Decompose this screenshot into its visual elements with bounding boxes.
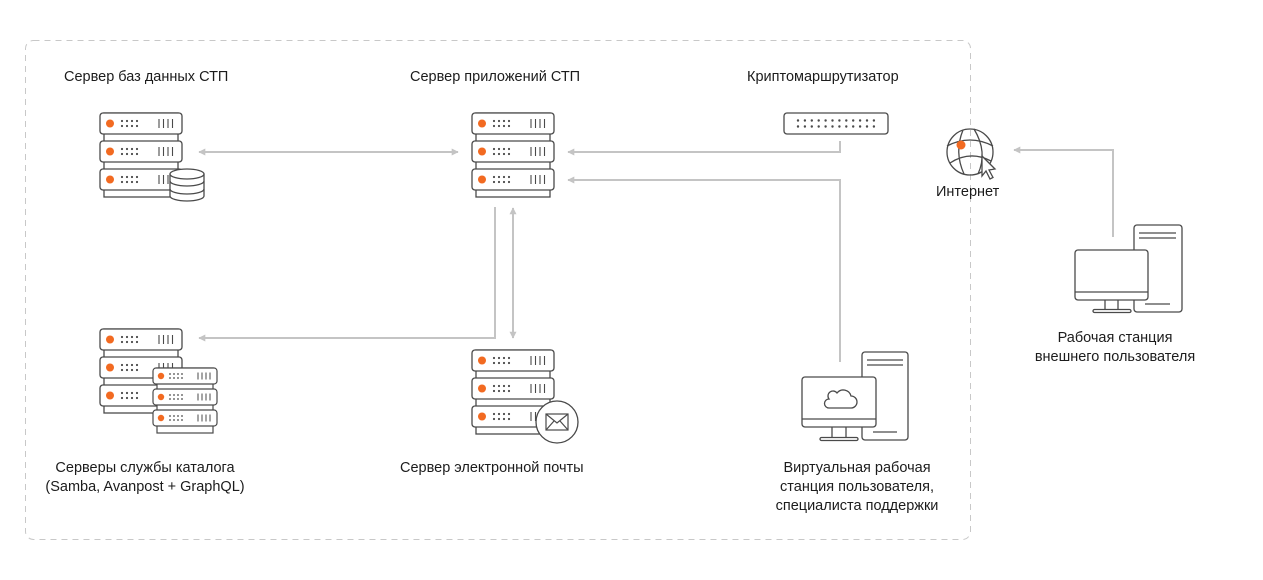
router-port-dot bbox=[817, 125, 820, 128]
router-port-dot bbox=[838, 125, 841, 128]
router-port-dot bbox=[824, 119, 827, 122]
crypto-router-label: Криптомаршрутизатор bbox=[747, 69, 899, 85]
external-workstation-label-line2: внешнего пользователя bbox=[1034, 349, 1196, 365]
mail-server-label: Сервер электронной почты bbox=[400, 460, 584, 476]
router-port-dot bbox=[838, 119, 841, 122]
workstation-icon bbox=[1074, 224, 1183, 314]
cloud-icon bbox=[823, 389, 858, 409]
server-stack-icon bbox=[471, 112, 555, 198]
external-workstation-label-line1: Рабочая станция bbox=[1057, 330, 1173, 346]
app-server-label: Сервер приложений СТП bbox=[410, 69, 581, 85]
router-port-dot bbox=[796, 119, 800, 122]
workstation-cloud-icon bbox=[801, 351, 909, 442]
server-mail-icon bbox=[471, 349, 579, 444]
envelope-icon bbox=[545, 413, 569, 431]
router-port-dot bbox=[803, 119, 807, 122]
router-port-dot bbox=[852, 125, 855, 128]
router-port-dot bbox=[824, 125, 827, 128]
router-port-dot bbox=[845, 119, 848, 122]
router-port-dot bbox=[865, 119, 869, 122]
connector-router-app bbox=[567, 141, 841, 156]
router-port-dot bbox=[831, 119, 834, 122]
server-database-icon bbox=[99, 112, 205, 202]
catalog-servers-label-line1: Серверы службы каталога bbox=[55, 460, 235, 476]
router-port-dot bbox=[858, 119, 862, 122]
router-port-dot bbox=[845, 125, 848, 128]
catalog-servers-label-line2: (Samba, Avanpost + GraphQL) bbox=[45, 479, 245, 495]
router-port-dot bbox=[872, 125, 876, 128]
globe-cursor-icon bbox=[946, 128, 997, 180]
external-workstation-label: Рабочая станция внешнего пользователя bbox=[1025, 329, 1205, 367]
internet-label: Интернет bbox=[936, 184, 1000, 200]
router-port-dot bbox=[865, 125, 869, 128]
virtual-workstation-label-line3: специалиста поддержки bbox=[775, 498, 939, 514]
router-port-dot bbox=[810, 125, 813, 128]
connector-app-catalog bbox=[198, 207, 496, 342]
router-port-dot bbox=[810, 119, 813, 122]
virtual-workstation-label-line1: Виртуальная рабочая bbox=[783, 460, 931, 476]
router-port-dot bbox=[817, 119, 820, 122]
server-cluster-icon bbox=[99, 328, 218, 434]
router-port-dot bbox=[831, 125, 834, 128]
router-port-dot bbox=[858, 125, 862, 128]
router-port-dot bbox=[803, 125, 807, 128]
router-port-dot bbox=[872, 119, 876, 122]
connector-vws-app bbox=[567, 176, 841, 362]
virtual-workstation-label-line2: станция пользователя, bbox=[780, 479, 934, 495]
db-server-label: Сервер баз данных СТП bbox=[64, 69, 229, 85]
router-port-dot bbox=[852, 119, 855, 122]
connector-ext-internet bbox=[1013, 146, 1114, 237]
virtual-workstation-label: Виртуальная рабочая станция пользователя… bbox=[752, 459, 962, 516]
catalog-servers-label: Серверы службы каталога (Samba, Avanpost… bbox=[40, 459, 250, 497]
router-port-dot bbox=[796, 125, 800, 128]
router-icon bbox=[783, 112, 889, 135]
internal-network-boundary bbox=[25, 40, 971, 540]
